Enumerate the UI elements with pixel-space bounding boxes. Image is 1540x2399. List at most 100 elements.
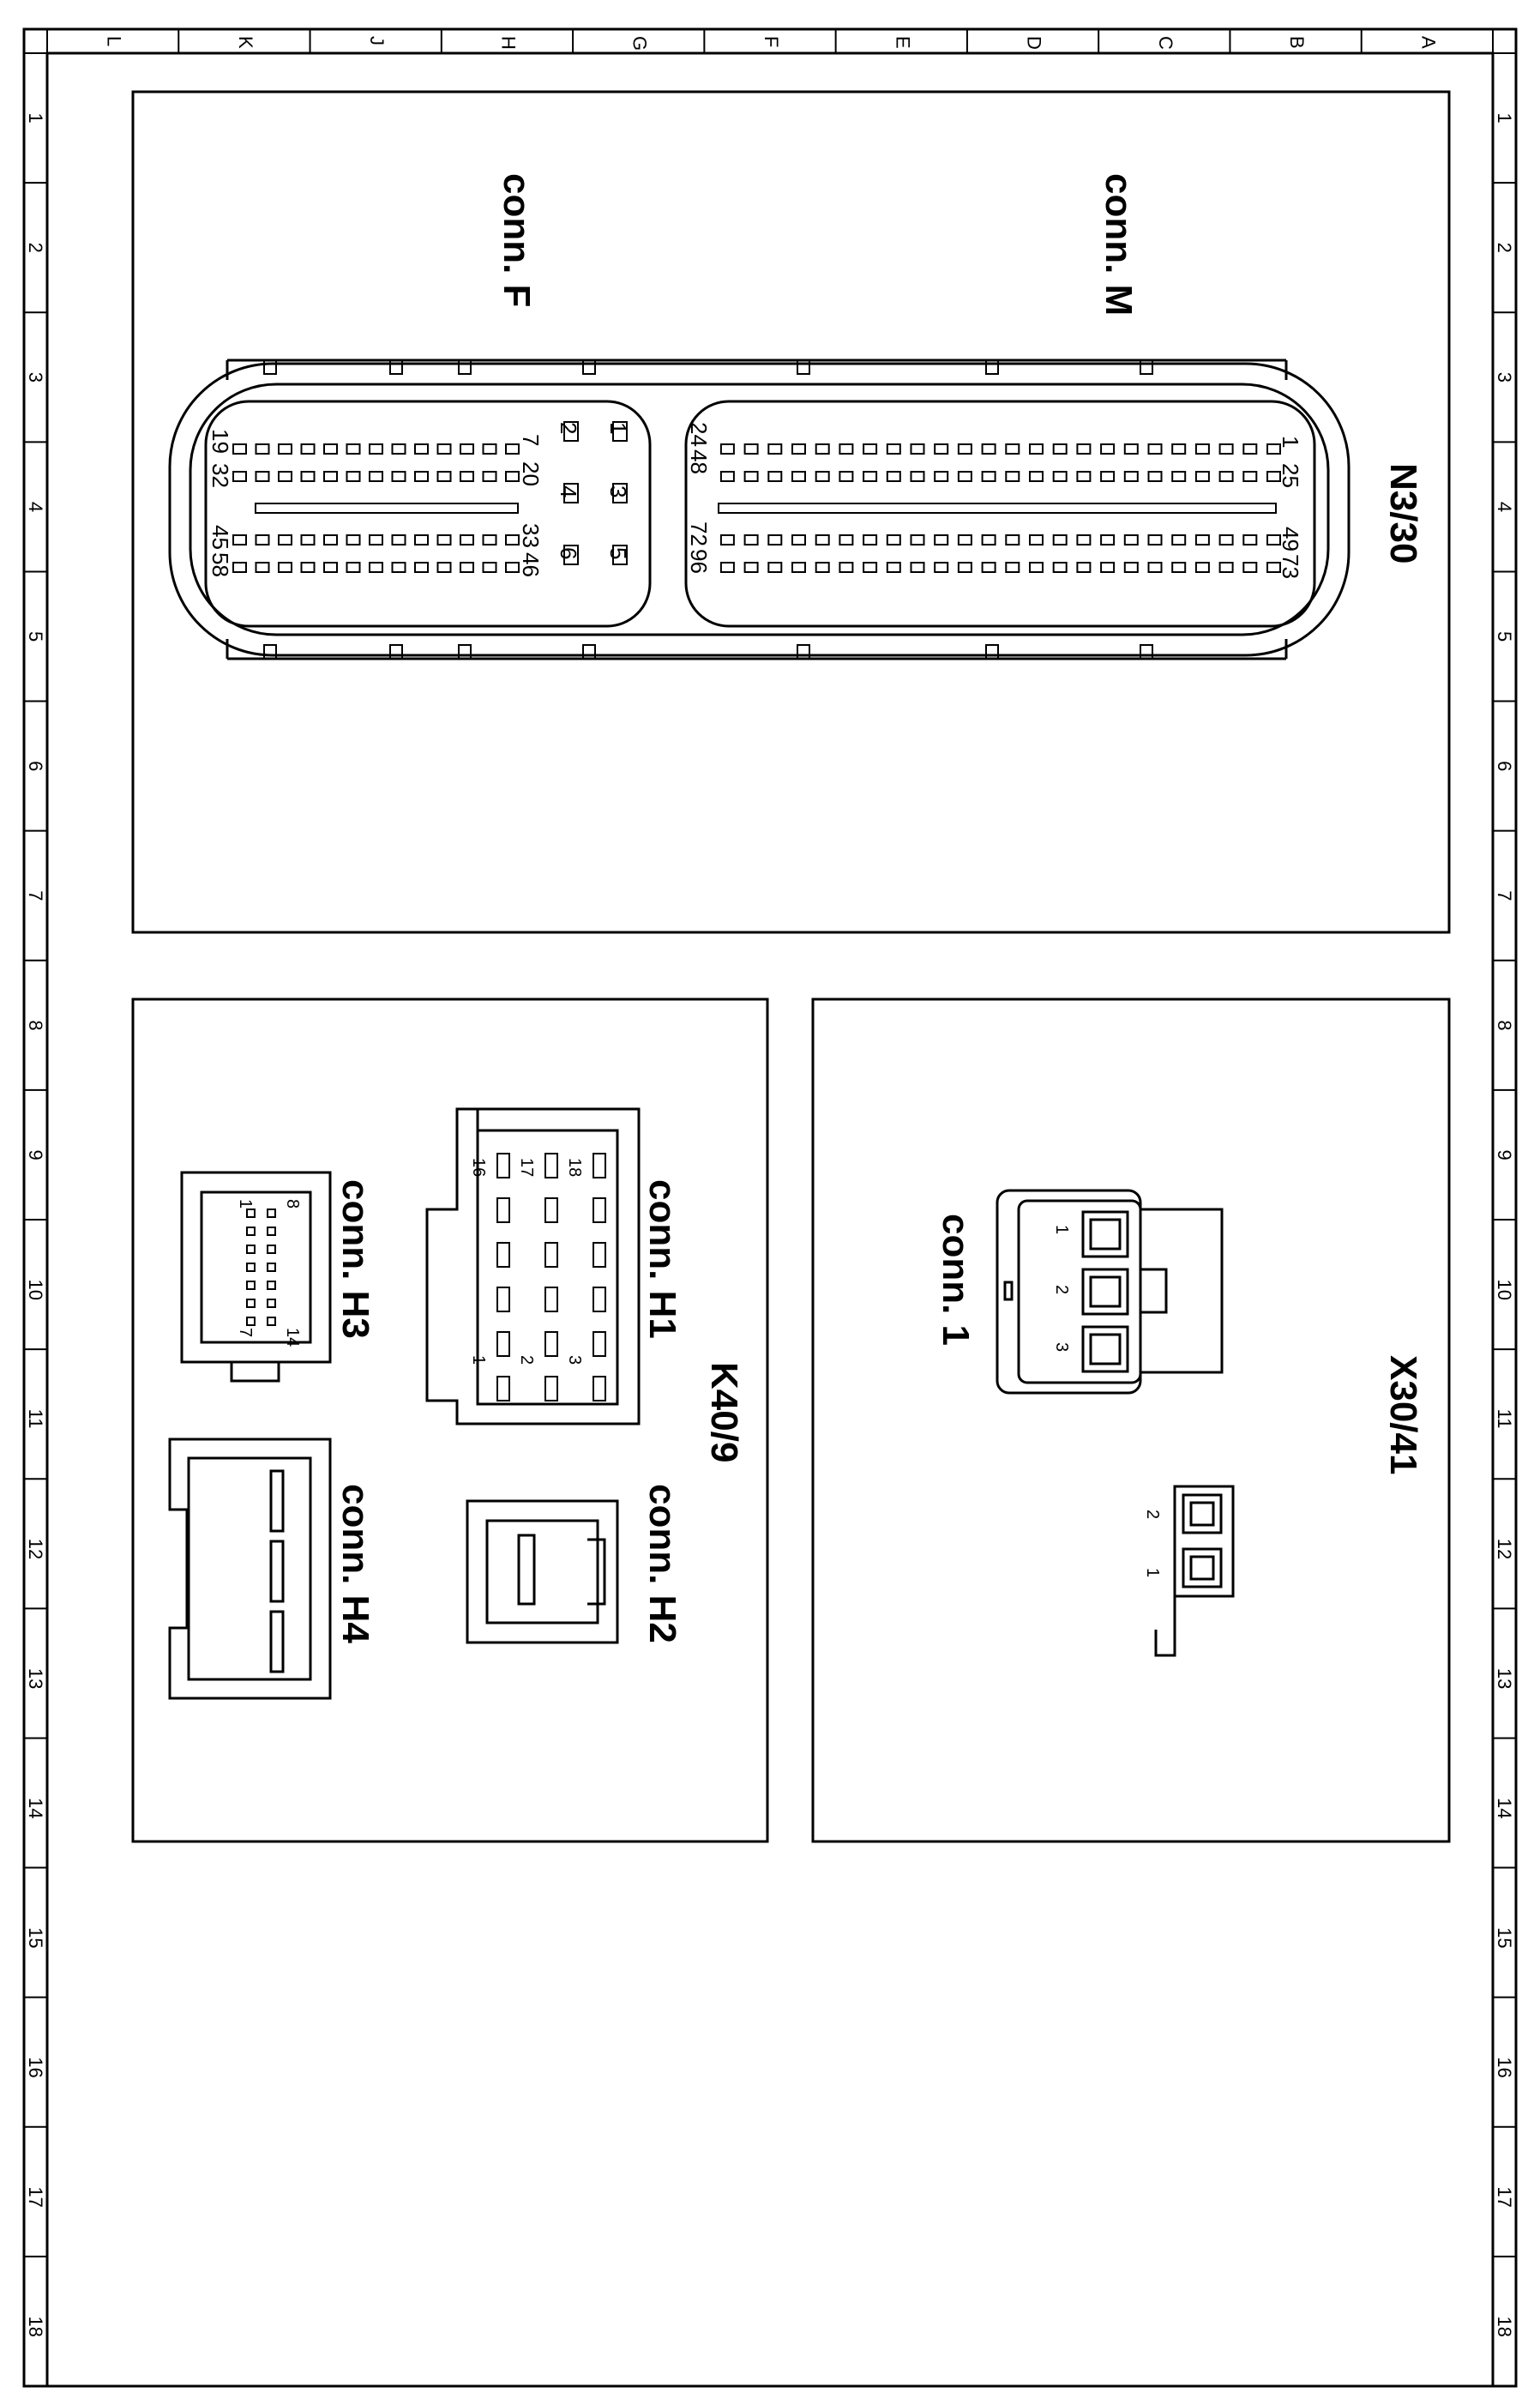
conn-f-pin <box>300 443 316 455</box>
conn-m-pin <box>934 443 949 455</box>
conn-h1-pin <box>496 1153 510 1178</box>
row-label-right: 10 <box>1494 1280 1515 1300</box>
conn-h1-pin <box>593 1242 606 1268</box>
column-label: A <box>1417 36 1439 49</box>
row-label-right: 2 <box>1494 243 1515 253</box>
conn-h1-pin <box>544 1376 558 1401</box>
conn-f-pin <box>323 562 338 573</box>
conn-h1-pin <box>544 1287 558 1312</box>
row-label-left: 4 <box>25 502 46 512</box>
conn-f-pin <box>391 562 406 573</box>
conn-h1-pin-18: 18 <box>565 1158 584 1177</box>
conn-m-pin <box>1194 471 1210 482</box>
row-label-right: 8 <box>1494 1020 1515 1030</box>
conn-m-pin <box>1171 443 1187 455</box>
row-label-right: 13 <box>1494 1668 1515 1689</box>
conn-h1-pins <box>496 1153 606 1401</box>
conn-1-body <box>996 1189 1224 1395</box>
conn-f-pin <box>278 443 292 455</box>
conn-m-pin <box>1052 534 1068 546</box>
conn-h4-body <box>168 1438 332 1700</box>
conn-m-pin <box>767 443 783 455</box>
conn-m-pin <box>934 534 949 546</box>
conn-f-pin-46: 46 <box>518 552 544 577</box>
row-label-left: 9 <box>25 1149 46 1160</box>
x30-41-title: X30/41 <box>1382 1355 1424 1474</box>
conn-h1-pin-16: 16 <box>469 1158 488 1177</box>
conn-m-pin <box>791 443 806 455</box>
conn-f-label: conn. F <box>496 173 538 307</box>
conn-m-pin <box>1194 534 1210 546</box>
conn-m-pin <box>981 562 996 573</box>
conn-m-pin <box>719 534 735 546</box>
conn-h3-pin <box>267 1281 276 1290</box>
conn-m-pin <box>1218 562 1234 573</box>
row-label-left: 7 <box>25 890 46 901</box>
conn-h3-pin <box>267 1209 276 1218</box>
conn-f-pin-45: 45 <box>208 525 233 550</box>
conn-f-pin <box>505 471 520 482</box>
row-label-right: 17 <box>1494 2186 1515 2207</box>
conn-f-pin <box>414 471 429 482</box>
conn-m-pin <box>839 534 854 546</box>
conn-m-pin <box>863 471 878 482</box>
conn-h1-pin <box>544 1242 558 1268</box>
conn-m-pin <box>957 443 972 455</box>
aux-connector-body <box>1154 1485 1235 1657</box>
conn-m-pin <box>1147 562 1163 573</box>
conn-h3-pin <box>246 1209 256 1218</box>
conn-m-pin <box>1029 443 1044 455</box>
conn-m-pin <box>1147 471 1163 482</box>
conn-m-pin <box>1100 534 1116 546</box>
conn-f-pin <box>391 534 406 546</box>
column-label: B <box>1286 36 1308 49</box>
row-label-right: 7 <box>1494 890 1515 901</box>
row-label-left: 15 <box>25 1927 46 1948</box>
conn-h2-body <box>466 1499 619 1644</box>
conn-m-pin <box>910 471 925 482</box>
conn-f-pin <box>505 534 520 546</box>
row-label-right: 11 <box>1494 1409 1515 1429</box>
conn-h1-pin-17: 17 <box>517 1158 536 1177</box>
x30-41-panel: X30/41 conn. 1 1 2 3 2 1 <box>811 998 1451 1843</box>
conn-h1-pin <box>593 1287 606 1312</box>
conn-f-pin <box>460 562 474 573</box>
conn-m-pin <box>981 471 996 482</box>
conn-1-label: conn. 1 <box>935 1214 977 1346</box>
conn-f-pin-6: 6 <box>556 547 581 559</box>
n3-30-panel: N3/30 conn. M conn. F 1 24 25 48 49 72 <box>131 90 1451 934</box>
row-label-left: 16 <box>25 2057 46 2077</box>
k40-9-title: K40/9 <box>703 1362 745 1462</box>
conn-f-pin <box>391 471 406 482</box>
conn-h3-body <box>180 1171 332 1383</box>
housing-notch-top <box>389 359 403 375</box>
conn-f-pin <box>232 534 247 546</box>
conn-f-pin-3-rect <box>612 483 628 503</box>
conn-m-pin <box>1171 534 1187 546</box>
row-label-right: 6 <box>1494 761 1515 771</box>
conn-f-pin <box>369 443 383 455</box>
conn-m-pin <box>839 443 854 455</box>
conn-f-pin-2: 2 <box>556 422 581 434</box>
conn-f-pin <box>369 534 383 546</box>
conn-m-pin <box>886 443 901 455</box>
conn-m-pin <box>1123 562 1139 573</box>
row-label-right: 15 <box>1494 1927 1515 1948</box>
conn-h1-label: conn. H1 <box>641 1179 683 1339</box>
conn-h3-pin-1: 1 <box>236 1199 255 1209</box>
column-label: K <box>235 36 256 49</box>
conn-h1-pin <box>496 1197 510 1223</box>
housing-notch-bottom <box>985 644 999 660</box>
column-label: G <box>629 36 651 51</box>
conn-m-pin <box>1005 562 1020 573</box>
conn-f-pin <box>278 534 292 546</box>
conn-h1-pin <box>544 1331 558 1357</box>
conn-f-pin <box>436 471 452 482</box>
conn-m-pin <box>815 534 830 546</box>
conn-h3-pin <box>246 1281 256 1290</box>
conn-m-pin <box>1029 562 1044 573</box>
conn-m-pin <box>886 562 901 573</box>
conn-m-pin <box>1005 534 1020 546</box>
